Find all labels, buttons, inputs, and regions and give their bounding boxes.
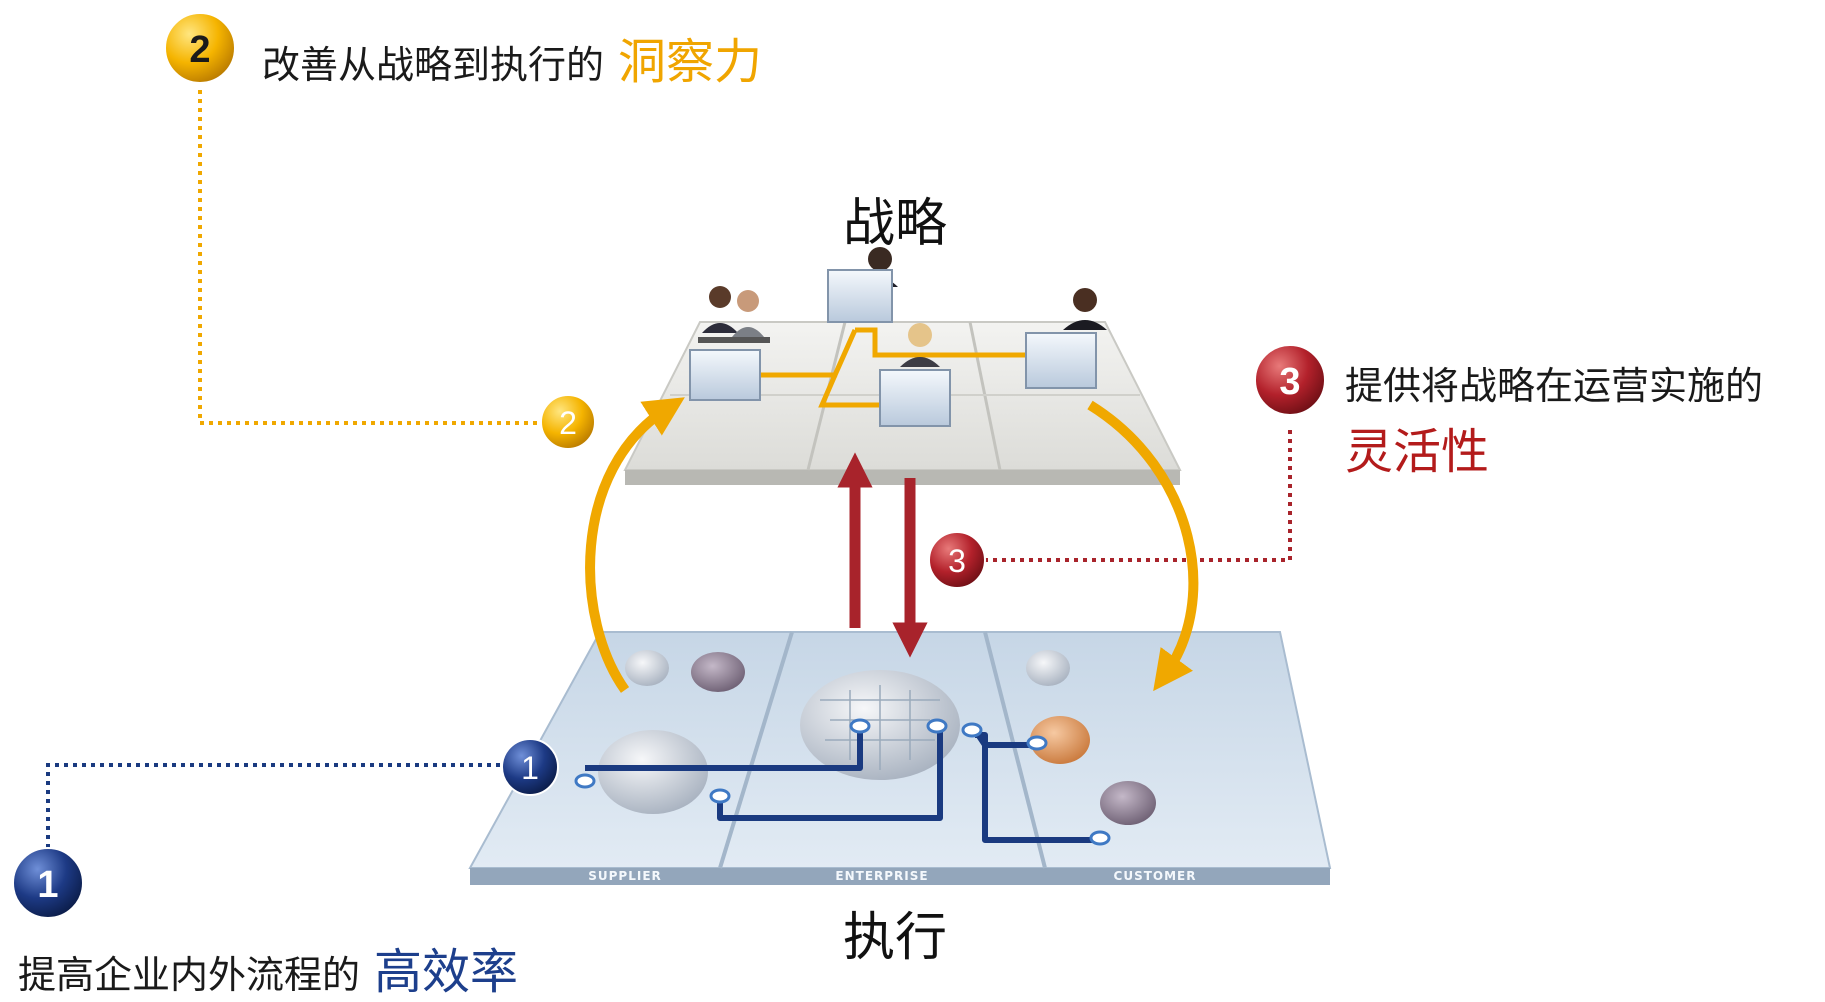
callout-agility-highlight-wrap: 灵活性 (1345, 412, 1489, 482)
callout-insight: 改善从战略到执行的洞察力 (262, 22, 762, 92)
execution-label: 执行 (843, 908, 948, 968)
person-3 (900, 323, 940, 367)
callout-agility-text: 提供将战略在运营实施的 (1345, 364, 1764, 408)
callout-insight-highlight: 洞察力 (618, 34, 763, 90)
marker-2: 2 (540, 394, 596, 450)
leader-line-3 (985, 430, 1292, 562)
svg-text:1: 1 (37, 864, 58, 906)
leader-line-1 (46, 763, 505, 848)
svg-text:2: 2 (559, 405, 577, 441)
section-label-supplier: SUPPLIER (588, 869, 662, 883)
person-1 (698, 286, 770, 343)
callout-efficiency-text: 提高企业内外流程的 (18, 953, 361, 997)
strategy-label: 战略 (843, 194, 948, 254)
badge-1: 1 (12, 847, 84, 919)
svg-text:3: 3 (1279, 361, 1300, 403)
platform-discs (598, 650, 1156, 825)
leader-line-2 (198, 90, 540, 425)
agility-arrows (837, 452, 928, 658)
callout-agility: 提供将战略在运营实施的 (1345, 355, 1763, 410)
process-nodes (574, 718, 1111, 846)
svg-text:1: 1 (521, 750, 539, 786)
insight-arc-left (585, 397, 685, 693)
monitor-3 (879, 369, 951, 427)
callout-agility-highlight: 灵活性 (1345, 424, 1490, 480)
section-label-enterprise: ENTERPRISE (835, 869, 928, 883)
badge-2: 2 (164, 12, 236, 84)
monitors (689, 269, 1097, 427)
marker-1: 1 (501, 738, 559, 796)
marker-3: 3 (928, 531, 986, 589)
svg-text:2: 2 (189, 29, 210, 71)
monitor-1 (689, 349, 761, 401)
strategy-connections (760, 327, 1035, 408)
callout-efficiency: 提高企业内外流程的高效率 (18, 932, 518, 1002)
section-label-customer: CUSTOMER (1114, 869, 1197, 883)
leader-lines (46, 90, 1292, 848)
insight-arcs (585, 397, 1199, 693)
svg-text:3: 3 (948, 543, 966, 579)
insight-arc-right (1087, 400, 1199, 692)
monitor-2 (827, 269, 893, 323)
monitor-4 (1025, 332, 1097, 389)
person-4 (1063, 288, 1107, 330)
callout-efficiency-highlight: 高效率 (374, 944, 519, 1000)
callout-insight-text: 改善从战略到执行的 (262, 43, 605, 87)
badge-3: 3 (1254, 344, 1326, 416)
